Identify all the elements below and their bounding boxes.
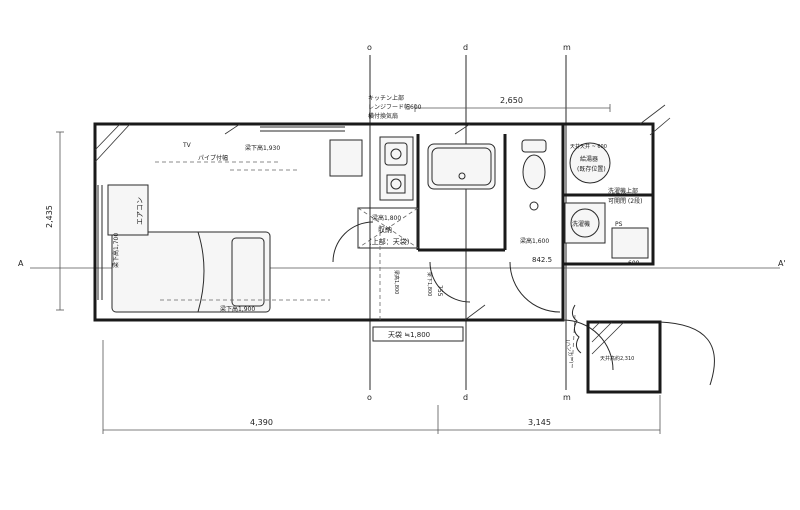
ps-label: PS: [615, 221, 623, 228]
bathtub: [427, 143, 496, 190]
washer-top-label-1: 洗濯機上部: [608, 187, 638, 195]
grid-mark-row-left: A: [18, 259, 24, 268]
ceiling-storage-label: 天袋 ≒1,800: [388, 330, 430, 339]
closet: [357, 207, 419, 249]
kitchen-note-1: キッチン上部: [368, 94, 404, 102]
washer-label: 洗濯機: [572, 220, 590, 228]
ps-box: [611, 227, 649, 259]
grid-mark-bottom-m: m: [563, 393, 571, 402]
beam-left-label: 梁下高1,700: [112, 233, 120, 268]
aircon-unit: [107, 184, 149, 236]
grid-mark-top-d: d: [463, 43, 468, 52]
toilet: [521, 139, 547, 211]
grid-mark-top-o: o: [367, 43, 372, 52]
kitchen: [329, 136, 414, 201]
pipe-label: パイプ付幅: [198, 154, 228, 162]
bed: [111, 231, 271, 313]
grid-mark-top-m: m: [563, 43, 571, 52]
kitchen-note-3: 横付換気扇: [368, 112, 398, 120]
beam-bottom-label: 梁下高1,900: [220, 305, 255, 313]
handwrite-label: (ハンガー): [564, 339, 575, 364]
porch: [586, 320, 715, 394]
toilet-ceiling-label: 天井天井 ~ 600: [570, 143, 607, 150]
dim-left-height: 2,435: [45, 205, 54, 228]
washing-machine: [564, 202, 606, 244]
water-heater-label-1: 給湯器: [580, 155, 598, 163]
washer-top-label-2: 可開閉 (2段): [608, 197, 642, 205]
grid-mark-bottom-o: o: [367, 393, 372, 402]
balcony-label: 天井高約2,310: [600, 355, 634, 362]
dim-top-width: 2,650: [500, 96, 523, 105]
closet-depth-label: 842.5: [532, 256, 552, 264]
width-600-label: 600: [628, 260, 640, 267]
aircon-label: エアコン: [136, 197, 144, 225]
dim-bottom-left: 4,390: [250, 418, 273, 427]
ceiling-storage-bar: [372, 326, 464, 342]
beam-closet-label: 梁高1,800: [372, 214, 401, 222]
grid-mark-row-right: A': [778, 259, 786, 268]
water-heater-icon: [569, 142, 611, 184]
tv-label: TV: [182, 142, 192, 149]
wet-area: [416, 104, 671, 320]
grid-mark-bottom-d: d: [463, 393, 468, 402]
beam-top-label: 梁下高1,930: [245, 144, 280, 152]
storage-label: 収納: [378, 225, 392, 234]
toilet-beam-label: 梁高1,600: [520, 237, 549, 245]
door-755-label: 755: [436, 285, 443, 297]
dim-bottom-right: 3,145: [528, 418, 551, 427]
kitchen-note-2: レンジフード幅600: [368, 103, 422, 111]
storage-sub-label: (上部：天袋): [369, 237, 410, 246]
door-swings: [155, 161, 614, 371]
dimension-lines: [56, 104, 661, 434]
beam-entry-label-1: 梁高1,800: [393, 270, 400, 294]
water-heater-label-2: (既存位置): [577, 165, 606, 173]
beam-entry-label-2: 梁下1,800: [426, 272, 433, 296]
